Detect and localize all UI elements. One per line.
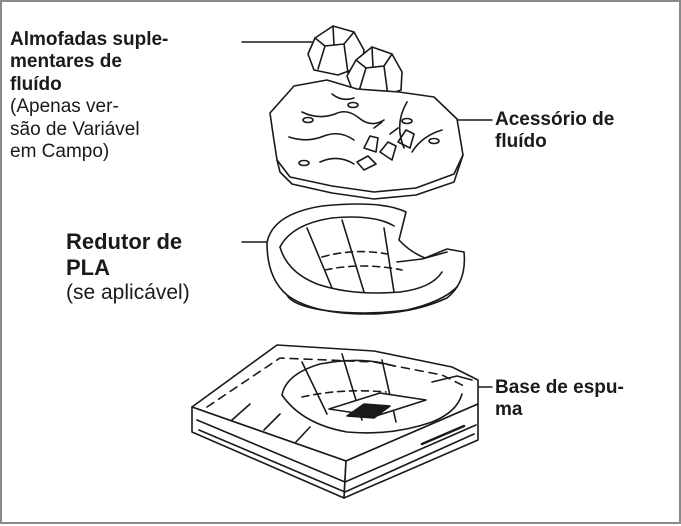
label-supplementary-fluid-pads: Almofadas suple- mentares de fluído (Ape… xyxy=(10,29,168,163)
label-pla-reducer: Redutor de PLA (se aplicável) xyxy=(66,229,190,306)
fluid-insert xyxy=(269,79,464,200)
label-title-line: PLA xyxy=(66,254,110,280)
label-title-line: fluído xyxy=(10,73,62,95)
label-note-line: (se aplicável) xyxy=(66,280,190,304)
label-title-line: Almofadas suple- xyxy=(10,29,169,50)
label-title-line: Acessório de xyxy=(495,109,615,130)
label-note-line: (Apenas ver- xyxy=(10,96,119,118)
pla-reducer xyxy=(266,203,466,315)
label-title-line: Redutor de xyxy=(66,229,183,254)
label-title-line: fluído xyxy=(495,131,547,153)
fluid-pad-right xyxy=(346,46,403,99)
label-title-line: ma xyxy=(495,399,523,421)
label-fluid-insert: Acessório de fluído xyxy=(495,109,614,154)
label-title-line: Base de espu- xyxy=(495,377,624,398)
foam-base xyxy=(191,344,479,499)
label-foam-base: Base de espu- ma xyxy=(495,377,624,422)
label-note-line: são de Variável xyxy=(10,118,140,140)
label-title-line: mentares de xyxy=(10,51,122,73)
label-note-line: em Campo) xyxy=(10,141,110,163)
